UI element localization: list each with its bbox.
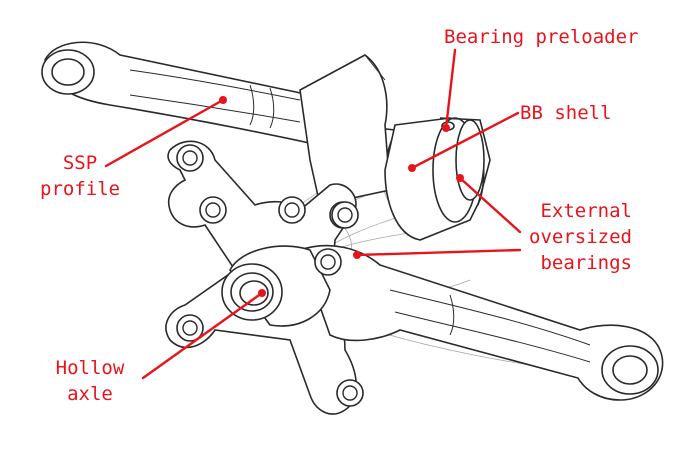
label-ssp-profile: SSP profile [40,150,120,202]
label-external-bearings-line2: oversized [529,226,632,248]
label-bearing-preloader: Bearing preloader [444,26,639,48]
label-ssp-profile-line2: profile [40,178,121,200]
leader-bb-shell [410,111,520,170]
label-bb-shell: BB shell [520,102,612,124]
label-hollow-axle: Hollow axle [50,355,130,407]
leader-external-bearings-2 [355,248,522,257]
leader-hollow-axle [141,291,264,380]
label-ssp-profile-line1: SSP [62,152,98,174]
drive-crank-arm [298,244,664,401]
label-hollow-axle-line2: axle [67,383,113,405]
hollow-axle-part [221,196,359,327]
shell-plate [299,54,391,206]
label-hollow-axle-line1: Hollow [55,357,125,379]
leader-dots [219,96,464,297]
label-external-bearings: External oversized bearings [520,198,632,276]
leader-bearing-preloader [444,48,457,130]
label-external-bearings-line3: bearings [540,252,632,274]
leader-external-bearings-1 [458,176,522,234]
label-external-bearings-line1: External [540,200,632,222]
leader-lines [104,48,522,380]
leader-ssp-profile [104,98,225,168]
